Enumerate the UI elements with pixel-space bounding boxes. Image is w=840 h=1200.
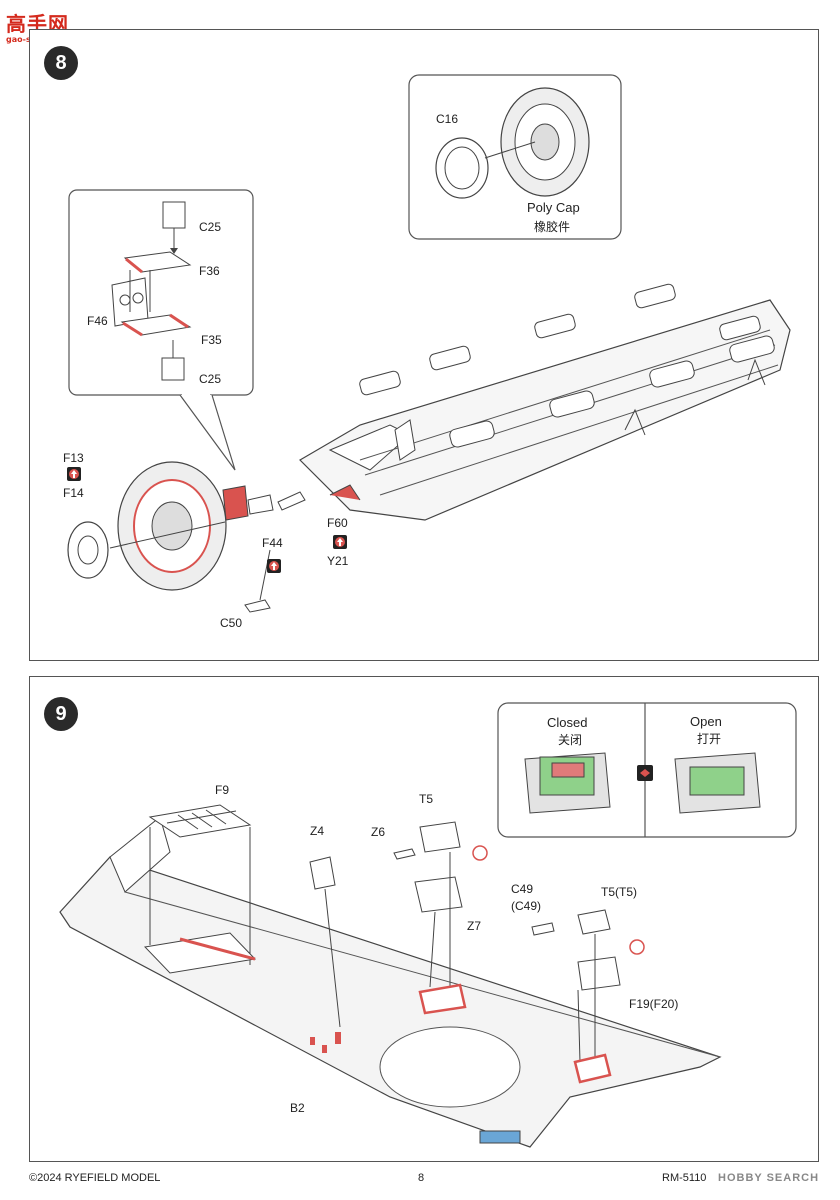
label-z7: Z7	[467, 919, 482, 933]
label-z4: Z4	[310, 824, 325, 838]
label-b2: B2	[290, 1101, 305, 1115]
label-f44: F44	[262, 536, 283, 550]
label-f13: F13	[63, 451, 84, 465]
label-poly-cap-cn: 橡胶件	[534, 220, 571, 234]
footer-copyright: ©2024 RYEFIELD MODEL	[29, 1172, 161, 1184]
step-9-number: 9	[44, 697, 78, 731]
footer-brand: HOBBY SEARCH	[718, 1172, 820, 1184]
label-f9: F9	[215, 783, 230, 797]
label-c16: C16	[436, 112, 459, 126]
swap-icon	[67, 467, 81, 481]
step-8-number: 8	[44, 46, 78, 80]
step-8-panel: 8	[29, 29, 819, 661]
label-c25-bottom: C25	[199, 372, 222, 386]
step-9-illustration	[59, 702, 797, 1148]
step-8-illustration	[67, 74, 791, 613]
glue-icon	[267, 559, 281, 573]
label-t5-t5: T5(T5)	[601, 885, 637, 899]
label-closed: Closed	[547, 715, 588, 730]
label-f60: F60	[327, 516, 348, 530]
label-poly-cap: Poly Cap	[527, 200, 580, 215]
label-c50: C50	[220, 616, 243, 630]
step-9-panel: 9	[29, 676, 819, 1162]
footer-code: RM-5110	[662, 1172, 707, 1184]
label-f35: F35	[201, 333, 222, 347]
label-open: Open	[690, 714, 722, 729]
footer-page-number: 8	[418, 1172, 425, 1184]
label-z6: Z6	[371, 825, 386, 839]
label-c25-top: C25	[199, 220, 222, 234]
label-c49-paren: (C49)	[511, 899, 542, 913]
label-f36: F36	[199, 264, 220, 278]
glue-icon	[333, 535, 347, 549]
label-closed-cn: 关闭	[558, 733, 583, 747]
label-f14: F14	[63, 486, 84, 500]
label-f19-f20: F19(F20)	[629, 997, 679, 1011]
label-y21: Y21	[327, 554, 349, 568]
label-c49: C49	[511, 882, 534, 896]
label-f46: F46	[87, 314, 108, 328]
label-open-cn: 打开	[697, 732, 722, 746]
label-t5: T5	[419, 792, 434, 806]
